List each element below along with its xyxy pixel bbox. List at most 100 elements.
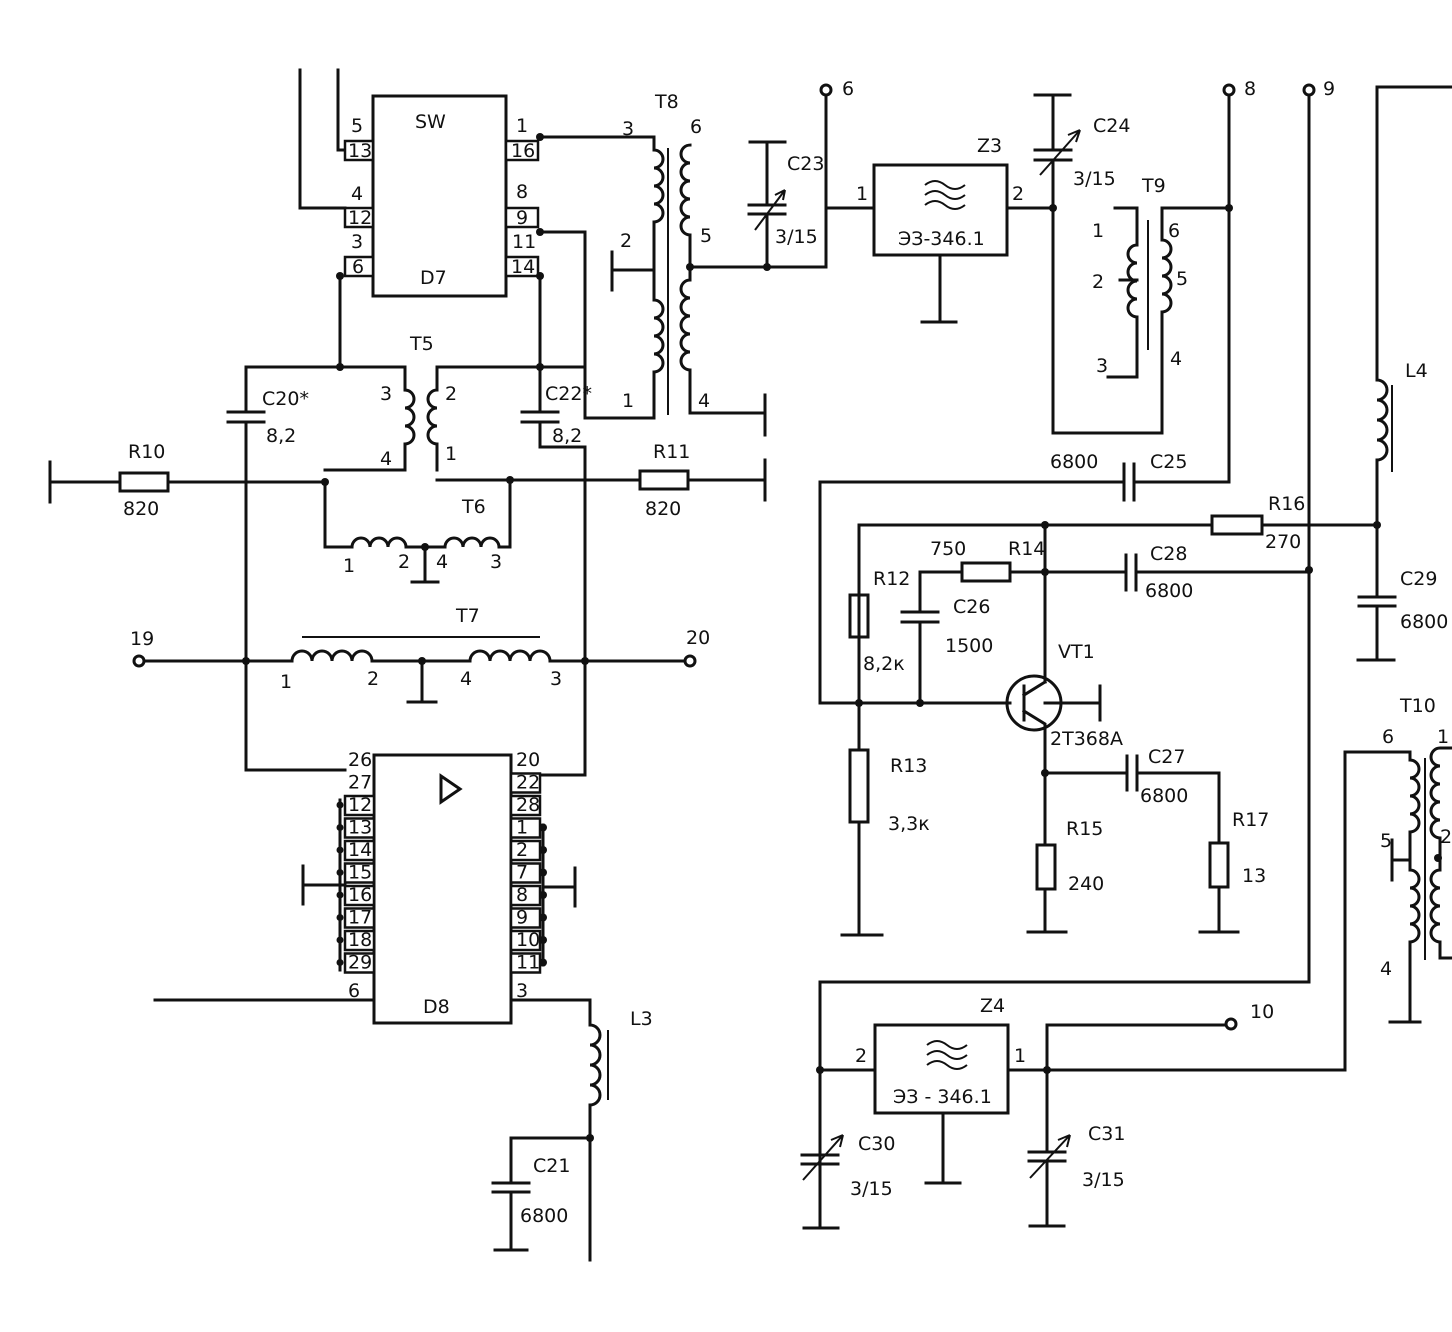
d8-bus [338, 798, 545, 972]
pin-label: 22 [516, 772, 540, 794]
c23-value: 3/15 [775, 226, 818, 248]
junction [336, 272, 344, 280]
pin-box [343, 952, 376, 974]
junction [1049, 204, 1057, 212]
pin-label: 11 [512, 231, 536, 253]
z3-ground [920, 253, 958, 324]
pin-label: 28 [516, 794, 540, 816]
r12-resistor [848, 593, 870, 639]
pin-box [343, 839, 376, 862]
r12-value: 8,2к [863, 653, 905, 675]
t10-winding [1343, 750, 1422, 1070]
r10-value: 820 [123, 498, 159, 520]
wire [840, 701, 884, 937]
r15-resistor [1035, 843, 1057, 891]
r14-ref: R14 [1008, 538, 1045, 560]
wire [244, 365, 407, 392]
c23-capacitor [747, 140, 787, 269]
pin-label: 14 [348, 839, 372, 861]
pin-label: 3 [550, 668, 562, 690]
junction [336, 363, 344, 371]
pin-label: 3 [516, 980, 528, 1002]
l4-ref: L4 [1405, 360, 1428, 382]
pin-label: 17 [348, 907, 372, 929]
r11-resistor [638, 469, 690, 491]
filter-wave-icon [924, 180, 966, 210]
z4-ref: Z4 [980, 995, 1005, 1017]
pin-label: 16 [511, 140, 535, 162]
c30-value: 3/15 [850, 1178, 893, 1200]
pin-label: 8 [516, 884, 528, 906]
pin-label: 2 [855, 1045, 867, 1067]
pin-label: 1 [516, 115, 528, 137]
c27-r17-wire [1043, 771, 1240, 934]
t8-secondary [679, 143, 767, 415]
pin-label: 5 [700, 225, 712, 247]
r11-ref: R11 [653, 441, 690, 463]
pin-box [504, 206, 540, 229]
junction [421, 543, 429, 551]
terminal-10 [1224, 1017, 1238, 1031]
r13-value: 3,3к [888, 813, 930, 835]
z3-value: ЭЗ-346.1 [898, 228, 985, 250]
pin-label: 1 [1092, 220, 1104, 242]
pin-label: 5 [351, 115, 363, 137]
pin-label: 1 [343, 555, 355, 577]
pin-box [343, 255, 375, 278]
c29-value: 6800 [1400, 611, 1448, 633]
c27-value: 6800 [1140, 785, 1188, 807]
c23-trim-arrow [754, 189, 786, 231]
t7-ref: T7 [455, 605, 480, 627]
terminal-10-label: 10 [1250, 1001, 1274, 1023]
r11-value: 820 [645, 498, 681, 520]
terminal-19-label: 19 [130, 628, 154, 650]
c24-capacitor [1033, 93, 1164, 435]
pin-label: 13 [348, 140, 372, 162]
c20-ref: C20* [262, 388, 309, 410]
terminal-6-label: 6 [842, 78, 854, 100]
pin-label: 9 [516, 207, 528, 229]
pin-label: 4 [1380, 958, 1392, 980]
c20-capacitor [226, 365, 347, 772]
c28-wire [1043, 523, 1311, 684]
c28-ref: C28 [1150, 543, 1187, 565]
pin-label: 2 [620, 230, 632, 252]
c26-ref: C26 [953, 596, 990, 618]
c31-trim-arrow [1029, 1134, 1071, 1179]
l4-c29-chain [1356, 85, 1452, 662]
pin-label: 15 [348, 862, 372, 884]
wire [688, 93, 828, 269]
pin-label: 2 [1440, 826, 1452, 848]
t7-ground [406, 659, 438, 704]
c22-value: 8,2 [552, 425, 582, 447]
pin-label: 2 [1092, 271, 1104, 293]
pin-label: 2 [516, 839, 528, 861]
c26-value: 1500 [945, 635, 993, 657]
pin-label: 6 [690, 116, 702, 138]
pin-label: 5 [1380, 830, 1392, 852]
r14-resistor [960, 561, 1012, 583]
pin-label: 6 [352, 256, 364, 278]
vt1-ground [1043, 684, 1102, 722]
pin-label: 1 [1437, 726, 1449, 748]
r14-value: 750 [930, 538, 966, 560]
terminal-8 [1222, 83, 1236, 97]
pin-label: 16 [348, 884, 372, 906]
pin-label: 20 [516, 749, 540, 771]
pin-label: 2 [1012, 183, 1024, 205]
pin-label: 3 [351, 231, 363, 253]
vt1-leads [1021, 679, 1048, 775]
pin-box [343, 817, 376, 839]
c21-capacitor [491, 1136, 592, 1252]
d8-right-ground [541, 866, 577, 908]
r13-resistor [848, 748, 870, 824]
c20-value: 8,2 [266, 425, 296, 447]
wire [1045, 1023, 1227, 1072]
c31-ref: C31 [1088, 1123, 1125, 1145]
junction [242, 657, 250, 665]
z3-ref: Z3 [977, 135, 1002, 157]
pin-label: 12 [348, 794, 372, 816]
terminal-8-label: 8 [1244, 78, 1256, 100]
